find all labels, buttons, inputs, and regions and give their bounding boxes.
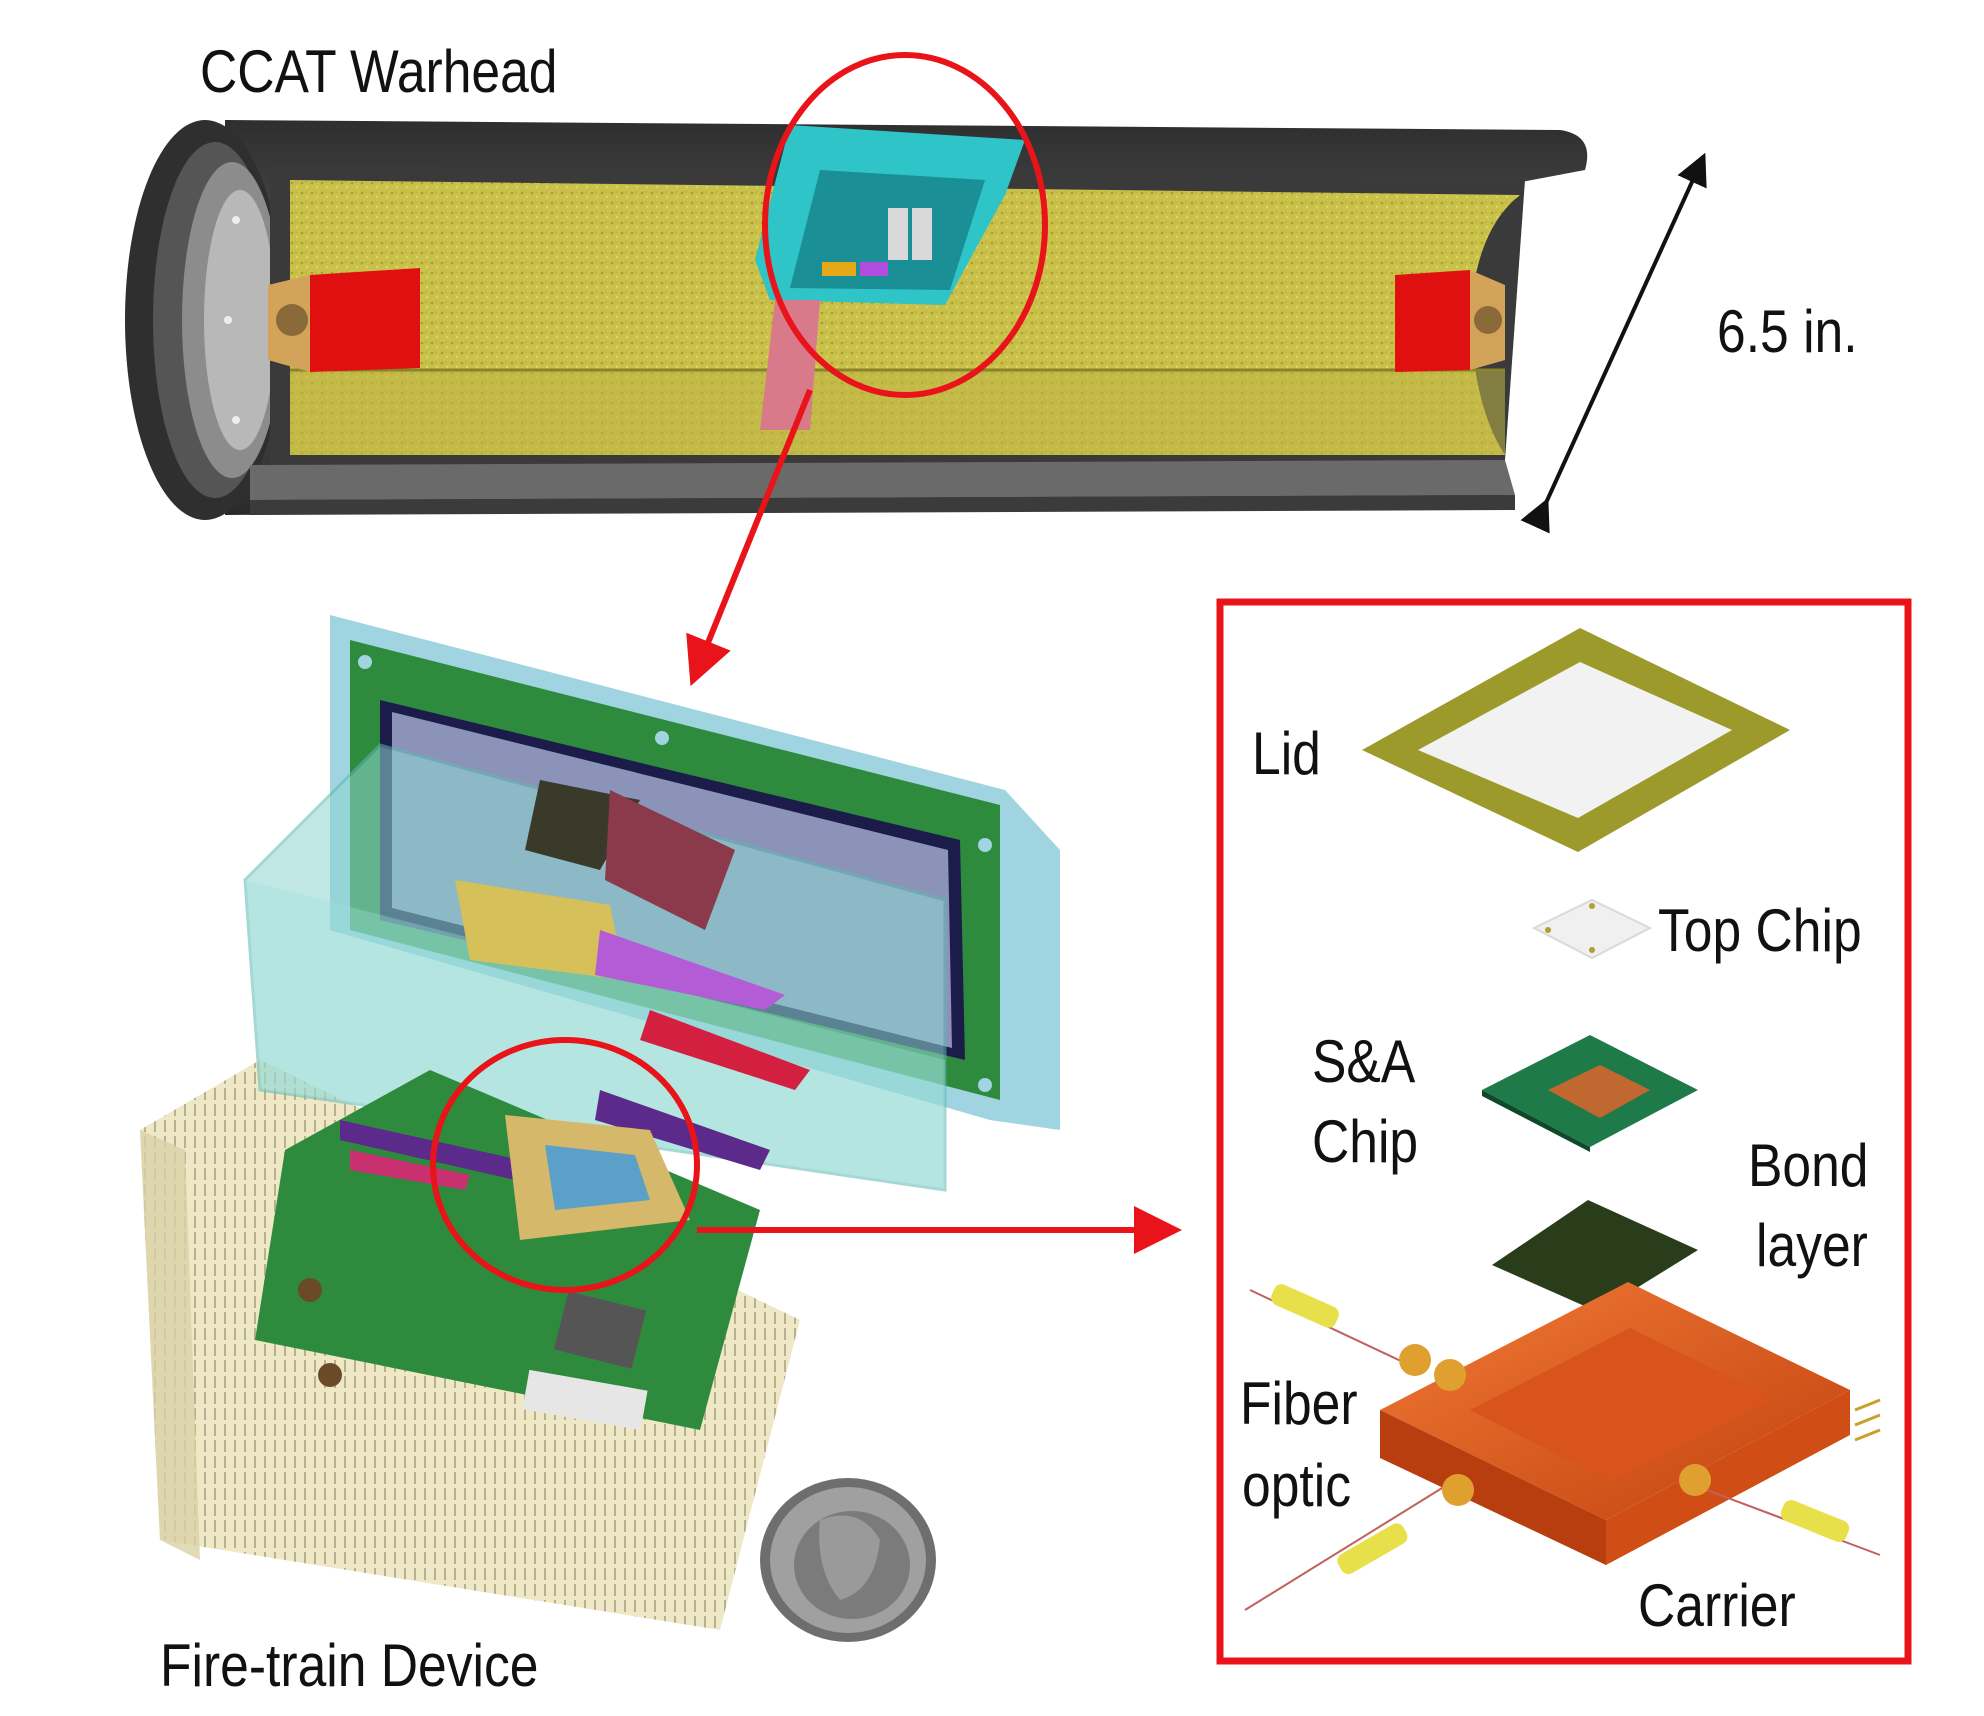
- purple-detonator: [595, 930, 785, 1010]
- dimension-arrow-icon: [1520, 152, 1707, 534]
- sa-chip-label-line1: S&A: [1312, 1028, 1416, 1095]
- fiber-optic-label-line1: Fiber: [1240, 1370, 1358, 1437]
- right-booster: [1395, 270, 1470, 372]
- bond-layer-label-line1: Bond: [1748, 1132, 1869, 1199]
- top-chip-part: [1531, 898, 1653, 960]
- warhead-title: CCAT Warhead: [200, 38, 558, 105]
- warhead-highlight-circle: [762, 52, 1048, 398]
- exploded-view-panel: [1216, 598, 1912, 1665]
- quarter-coin-icon: [760, 1478, 936, 1642]
- carrier-label: Carrier: [1638, 1572, 1796, 1639]
- device-highlight-circle: [430, 1037, 700, 1293]
- bond-layer-label-line2: layer: [1756, 1212, 1868, 1279]
- lid-label: Lid: [1252, 720, 1321, 787]
- left-booster: [310, 268, 420, 372]
- fire-train-device: [140, 615, 1060, 1630]
- top-chip-label: Top Chip: [1658, 897, 1862, 964]
- device-title: Fire-train Device: [160, 1632, 539, 1699]
- fiber-optic-label-line2: optic: [1242, 1452, 1352, 1519]
- bond-layer-part: [1492, 1200, 1698, 1312]
- warhead-cutaway: [125, 52, 1588, 520]
- red-detonator: [640, 1010, 810, 1090]
- fiber-optic-part: [1271, 1284, 1339, 1328]
- zoom-arrow-device: [686, 388, 813, 687]
- sa-chip-label-line2: Chip: [1312, 1108, 1419, 1175]
- dimension-label: 6.5 in.: [1717, 298, 1858, 365]
